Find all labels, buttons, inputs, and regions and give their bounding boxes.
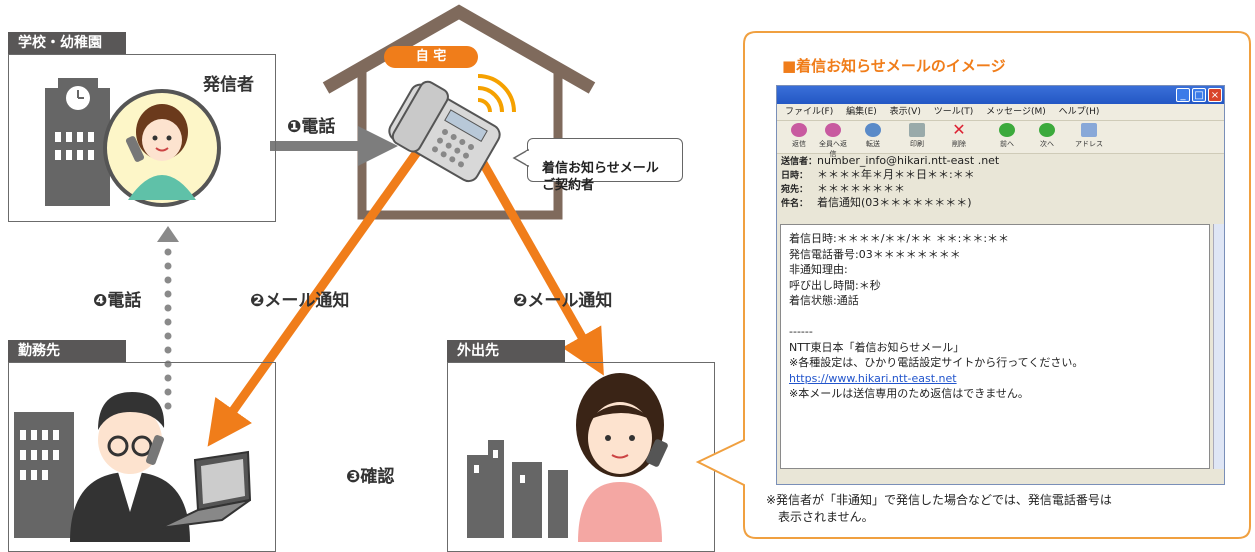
menu-view[interactable]: 表示(V) [889,107,921,117]
prev-button[interactable]: 前へ [991,123,1023,149]
header-subject: 件名： 着信通知(03＊＊＊＊＊＊＊＊) [781,196,1213,210]
reply-all-label: 全員へ返信 [819,140,847,158]
reply-all-button[interactable]: 全員へ返信 [817,123,849,159]
next-icon [1039,123,1055,137]
body-line: 着信日時:＊＊＊＊/＊＊/＊＊ ＊＊:＊＊:＊＊ [789,232,1010,245]
city-buildings-icon [467,440,568,538]
address-book-label: アドレス [1075,140,1103,148]
body-line: 呼び出し時間:＊秒 [789,278,881,292]
email-body[interactable]: 着信日時:＊＊＊＊/＊＊/＊＊ ＊＊:＊＊:＊＊ 発信電話番号:03＊＊＊＊＊＊… [780,224,1210,469]
delete-icon: ✕ [952,120,966,139]
delete-label: 削除 [952,140,966,148]
email-titlebar: _ □ × [777,86,1224,104]
caller-figure [103,89,221,207]
step-call-4: ❹電話 [93,291,142,311]
print-icon [909,123,925,137]
panel-note-line1: ※発信者が「非通知」で発信した場合などでは、発信電話番号は [766,493,1112,507]
close-icon[interactable]: × [1208,88,1222,102]
maximize-icon[interactable]: □ [1192,88,1206,102]
home-label: 自 宅 [415,49,447,64]
header-value: ＊＊＊＊＊＊＊＊ [817,182,905,195]
header-to: 宛先： ＊＊＊＊＊＊＊＊ [781,182,1213,196]
reply-label: 返信 [792,140,806,148]
mail-arrow-left [207,145,424,447]
forward-icon [865,123,881,137]
body-line: NTT東日本「着信お知らせメール」 [789,340,965,354]
office-building-icon [14,412,74,538]
prev-icon [999,123,1015,137]
body-line: 着信状態:通話 [789,294,859,307]
body-line: 非通知理由: [789,263,848,276]
header-value: number_info@hikari.ntt-east .net [817,154,1000,167]
print-label: 印刷 [910,140,924,148]
step-confirm-3: ❸確認 [346,467,395,487]
prev-label: 前へ [1000,140,1014,148]
reply-icon [791,123,807,137]
header-from: 送信者：number_info@hikari.ntt-east .net [781,154,1213,168]
office-frame [8,362,276,552]
telephone-icon [388,80,501,183]
school-label: 学校・幼稚園 [8,32,126,54]
call-arrow-4 [157,226,179,410]
subscriber-label: 着信お知らせメール ご契約者 [542,161,659,193]
body-line [789,309,1201,325]
forward-label: 転送 [866,140,880,148]
outside-label: 外出先 [447,340,565,362]
body-line: ------ [789,325,813,338]
email-toolbar: 返信 全員へ返信 転送 印刷 ✕削除 前へ 次へ アドレス [777,120,1224,158]
outside-frame [447,362,715,552]
subscriber-bubble: 着信お知らせメール ご契約者 [527,138,683,193]
reply-button[interactable]: 返信 [783,123,815,149]
reply-all-icon [825,123,841,137]
office-label: 勤務先 [8,340,126,362]
bubble-tail [512,148,530,168]
menu-help[interactable]: ヘルプ(H) [1058,107,1100,117]
header-value: ＊＊＊＊年＊月＊＊日＊＊:＊＊ [817,168,975,181]
next-label: 次へ [1040,140,1054,148]
panel-note-line2: 表示されません。 [778,510,874,524]
address-book-button[interactable]: アドレス [1073,123,1105,149]
caller-label: 発信者 [203,75,254,95]
mail-arrow-right [466,137,604,376]
menu-file[interactable]: ファイル(F) [785,107,834,117]
body-line: ※各種設定は、ひかり電話設定サイトから行ってください。 [789,356,1084,369]
delete-button[interactable]: ✕削除 [943,120,975,149]
office-worker-figure [70,392,190,542]
laptop-icon [159,450,252,529]
header-date: 日時： ＊＊＊＊年＊月＊＊日＊＊:＊＊ [781,168,1213,182]
woman-figure [576,373,668,542]
school-frame [8,54,276,222]
email-menubar: ファイル(F) 編集(E) 表示(V) ツール(T) メッセージ(M) ヘルプ(… [777,104,1224,121]
home-label-badge: 自 宅 [384,46,478,68]
body-line: ※本メールは送信専用のため返信はできません。 [789,387,1029,400]
email-headers: 送信者：number_info@hikari.ntt-east .net 日時：… [781,154,1213,210]
email-window: _ □ × ファイル(F) 編集(E) 表示(V) ツール(T) メッセージ(M… [776,85,1225,485]
step-mail-right: ❷メール通知 [513,291,613,311]
print-button[interactable]: 印刷 [901,123,933,149]
menu-message[interactable]: メッセージ(M) [986,107,1046,117]
step-mail-left: ❷メール通知 [250,291,350,311]
email-scrollbar[interactable] [1213,224,1224,469]
school-building-icon [45,78,110,206]
header-key: 宛先： [781,185,809,195]
step-call-1: ❶電話 [287,117,336,137]
menu-tools[interactable]: ツール(T) [933,107,974,117]
forward-button[interactable]: 転送 [857,123,889,149]
address-book-icon [1081,123,1097,137]
header-key: 件名： [781,199,809,209]
header-key: 日時： [781,171,809,181]
body-link[interactable]: https://www.hikari.ntt-east.net [789,371,957,385]
ringing-waves-icon [477,74,516,113]
body-line: 発信電話番号:03＊＊＊＊＊＊＊＊ [789,247,961,261]
header-key: 送信者： [781,157,818,167]
panel-note: ※発信者が「非通知」で発信した場合などでは、発信電話番号は 表示されません。 [766,492,1112,526]
panel-title: ■着信お知らせメールのイメージ [782,57,1006,75]
header-value: 着信通知(03＊＊＊＊＊＊＊＊) [817,196,972,209]
minimize-icon[interactable]: _ [1176,88,1190,102]
next-button[interactable]: 次へ [1031,123,1063,149]
menu-edit[interactable]: 編集(E) [846,107,877,117]
